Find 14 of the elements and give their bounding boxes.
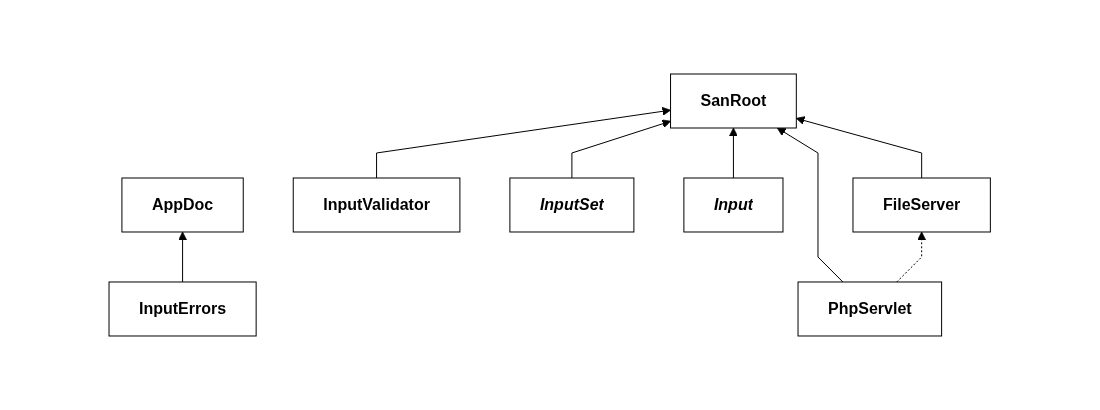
arrow	[571, 119, 672, 179]
node-box: Input	[683, 177, 784, 233]
arrow	[376, 106, 672, 179]
node-box: FileServer	[852, 177, 992, 233]
node-box: InputErrors	[108, 281, 257, 337]
node-box: AppDoc	[121, 177, 245, 233]
arrow	[729, 127, 739, 179]
arrow	[178, 231, 188, 283]
node-box: InputSet	[509, 177, 635, 233]
node-box: InputValidator	[293, 177, 461, 233]
node-box: PhpServlet	[797, 281, 943, 337]
node-box: SanRoot	[670, 73, 798, 129]
arrow	[796, 116, 923, 179]
arrow	[777, 127, 844, 283]
